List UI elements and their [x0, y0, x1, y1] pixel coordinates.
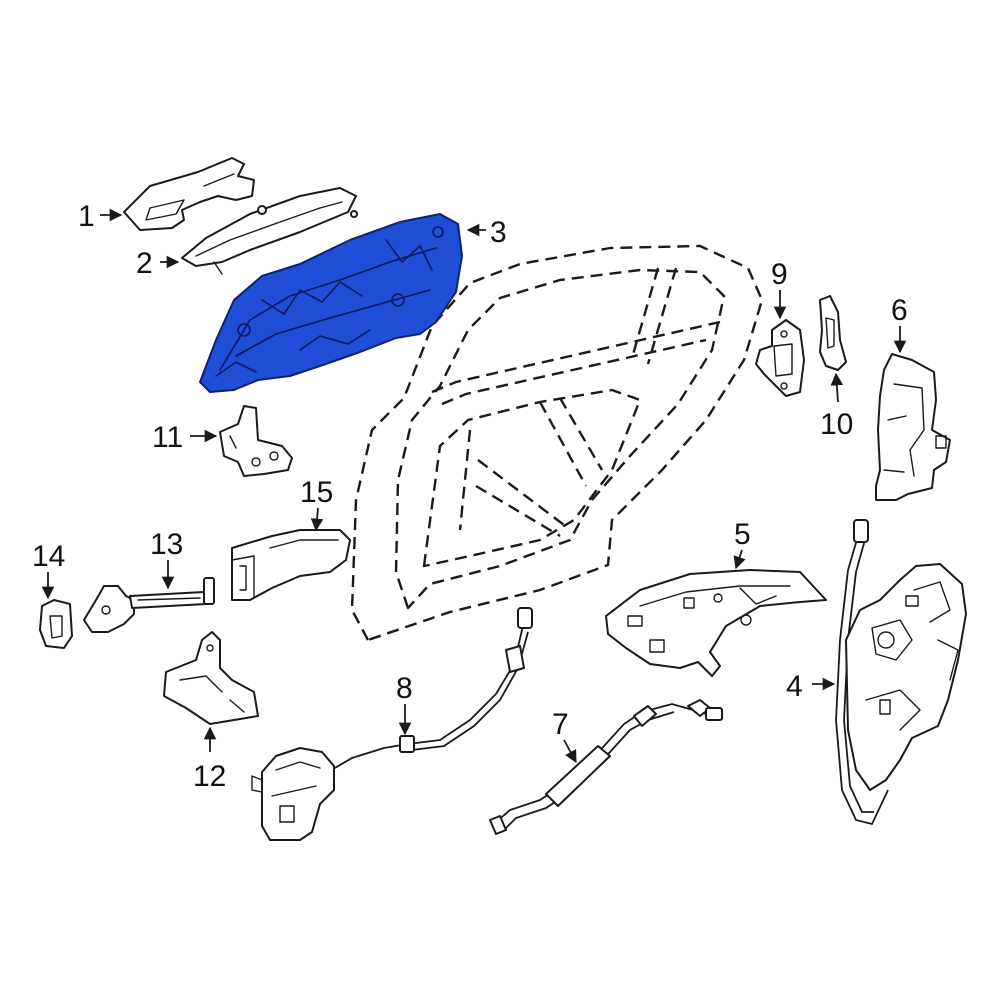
- leader-lines: [41, 208, 907, 764]
- callout-4: 4: [786, 670, 803, 703]
- part-4-door-latch[interactable]: [835, 519, 967, 826]
- callout-14: 14: [32, 540, 65, 573]
- callout-2: 2: [136, 247, 153, 280]
- part-5-bracket[interactable]: [605, 569, 827, 677]
- part-11-hinge[interactable]: [219, 405, 293, 477]
- part-15-check-strap[interactable]: [231, 529, 351, 601]
- callout-5: 5: [734, 518, 751, 551]
- part-14-cap[interactable]: [39, 599, 73, 649]
- callout-1: 1: [78, 200, 95, 233]
- door-outline: [350, 244, 764, 642]
- part-12-bracket[interactable]: [163, 631, 259, 725]
- callout-8: 8: [396, 672, 413, 705]
- part-7-release-cable[interactable]: [489, 699, 723, 835]
- part-1-outer-handle[interactable]: [123, 157, 255, 231]
- part-13-door-check[interactable]: [83, 577, 215, 633]
- callout-10: 10: [820, 408, 853, 441]
- part-9-striker[interactable]: [755, 319, 805, 397]
- part-10-shim[interactable]: [819, 295, 847, 371]
- part-6-cover[interactable]: [875, 353, 951, 501]
- callout-6: 6: [891, 294, 908, 327]
- part-8-actuator[interactable]: [251, 607, 533, 841]
- callout-11: 11: [152, 421, 183, 454]
- part-2-gasket[interactable]: [181, 187, 358, 275]
- callout-9: 9: [771, 258, 788, 291]
- callout-12: 12: [193, 760, 226, 793]
- callout-13: 13: [150, 528, 183, 561]
- callout-7: 7: [552, 708, 569, 741]
- callout-15: 15: [300, 476, 333, 509]
- part-3-handle-carrier[interactable]: [199, 213, 463, 393]
- callout-3: 3: [490, 216, 507, 249]
- callout-labels: 1 2 3 4 5 6 7 8 9 10 11 12 13 14 15: [32, 200, 908, 793]
